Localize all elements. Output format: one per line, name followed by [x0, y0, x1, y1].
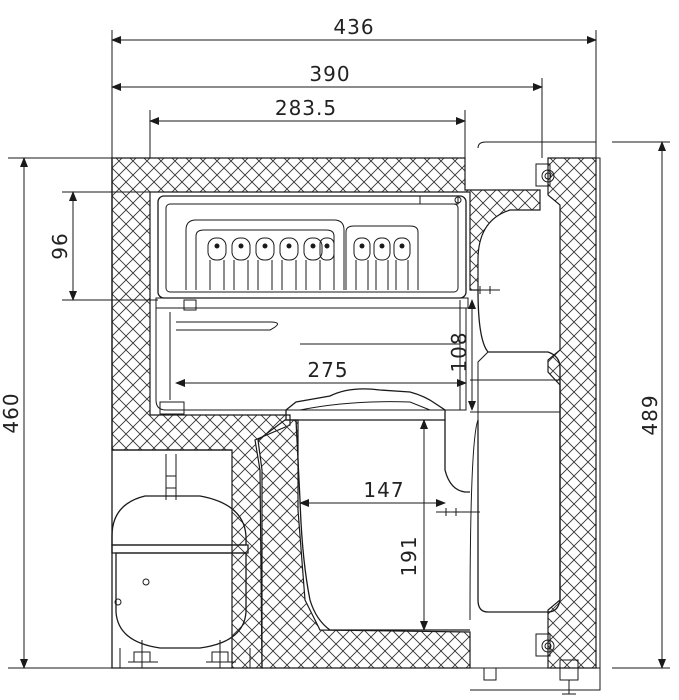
dimension-labels: 436 390 283.5 275 147 96 108 191 460 489 — [0, 15, 662, 577]
dim-crisper-height: 191 — [397, 535, 421, 576]
dim-freezer-inner-width: 275 — [307, 358, 348, 382]
dimension-lines — [8, 30, 670, 669]
dim-overall-height: 489 — [638, 394, 662, 435]
cabinet-outline — [111, 141, 601, 669]
freezer-compartment — [155, 195, 469, 415]
dim-freezer-height: 96 — [48, 232, 72, 259]
dim-crisper-width: 147 — [363, 478, 404, 502]
crisper-drawer — [285, 388, 470, 631]
evaporator-coils-left — [185, 219, 345, 290]
dim-freezer-width: 283.5 — [275, 96, 337, 120]
dim-overall-width: 436 — [333, 15, 374, 39]
evaporator-coils-right — [345, 225, 419, 290]
compressor — [111, 454, 251, 668]
dim-cabinet-height: 460 — [0, 392, 23, 433]
dim-shelf-gap: 108 — [447, 331, 471, 372]
dim-cabinet-width: 390 — [309, 62, 350, 86]
door-hardware — [436, 163, 601, 695]
insulation-wall — [111, 157, 597, 669]
